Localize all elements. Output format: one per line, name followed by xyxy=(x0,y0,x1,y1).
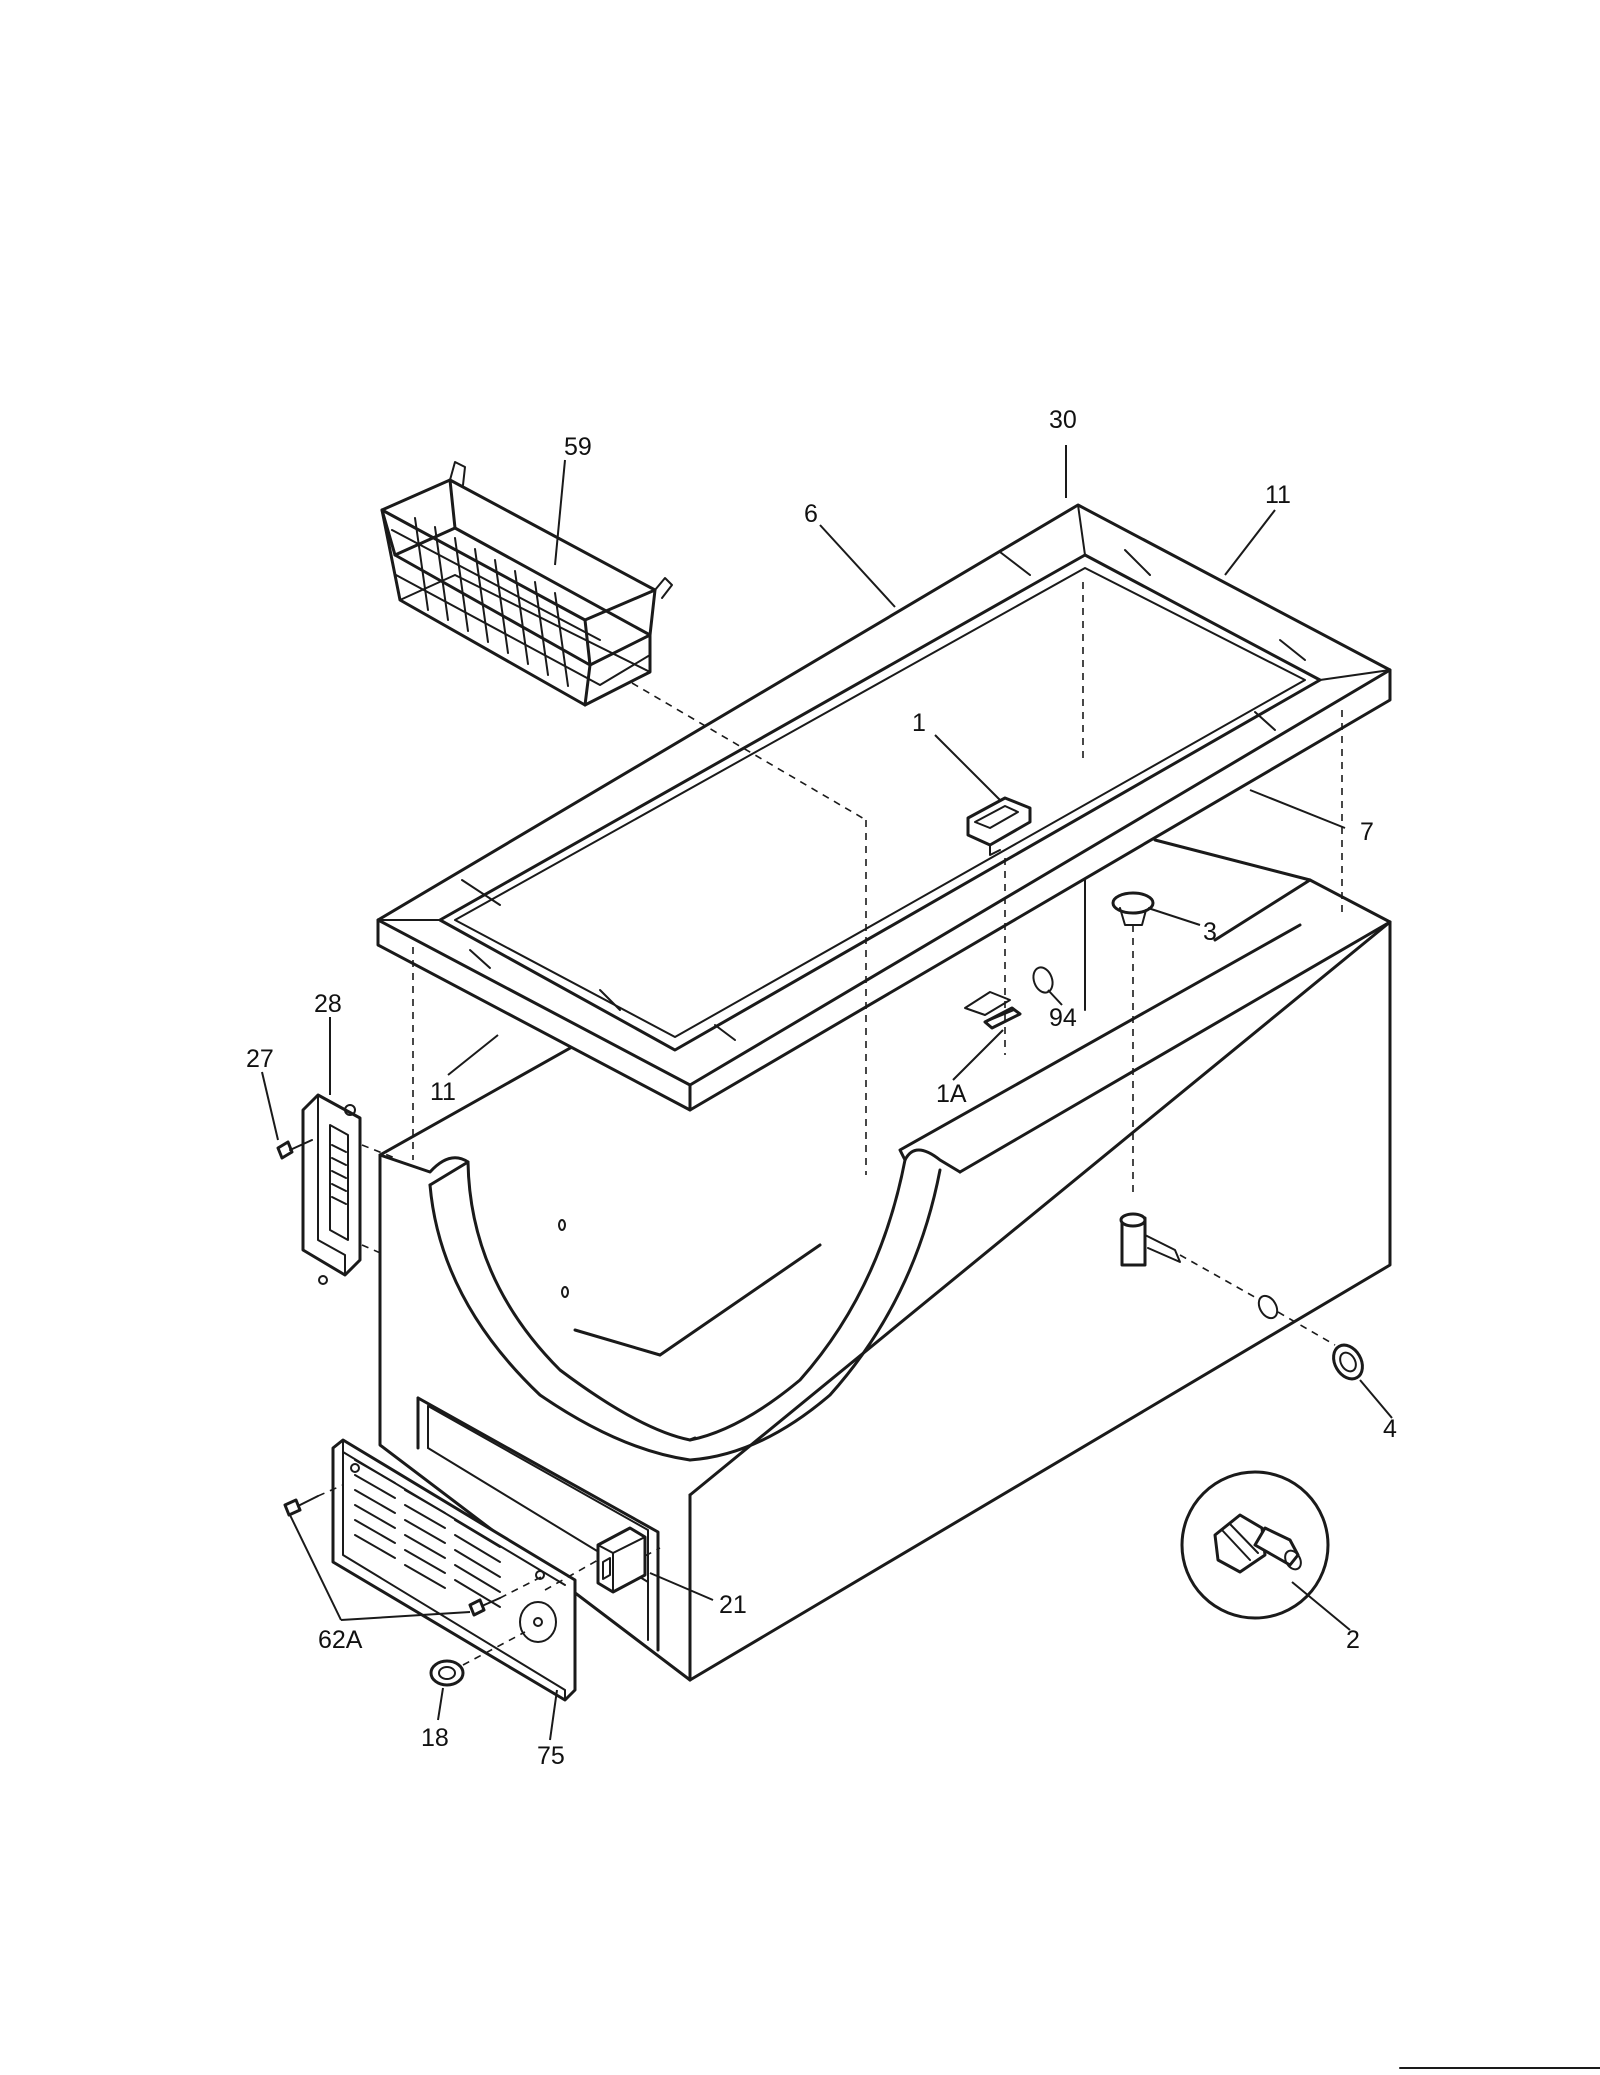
callout-27: 27 xyxy=(246,1045,274,1073)
callout-75: 75 xyxy=(537,1742,565,1770)
callout-2: 2 xyxy=(1346,1626,1360,1654)
drain-parts xyxy=(1111,891,1364,1381)
alignment-lines xyxy=(412,582,1343,1175)
lid-gasket-frame xyxy=(376,503,1392,1112)
small-parts-94-1a xyxy=(983,966,1054,1030)
callout-21: 21 xyxy=(719,1591,747,1619)
hinge-screw xyxy=(276,1139,313,1160)
callout-11-bottom: 11 xyxy=(430,1078,456,1106)
callout-59: 59 xyxy=(564,433,592,461)
callout-7: 7 xyxy=(1360,818,1374,846)
callout-1: 1 xyxy=(912,709,926,737)
drain-fitting-detail xyxy=(1180,1470,1330,1620)
callout-6: 6 xyxy=(804,500,818,528)
callout-labels: 30 59 11 6 1 7 3 28 94 27 11 1A 4 2 21 6… xyxy=(246,406,1397,1770)
callout-62a: 62A xyxy=(318,1626,363,1654)
callout-1a: 1A xyxy=(936,1080,967,1108)
leader-lines xyxy=(261,445,1393,1741)
cabinet-body xyxy=(378,838,1392,1682)
wire-basket xyxy=(380,461,673,707)
front-grille xyxy=(283,1438,577,1702)
callout-18: 18 xyxy=(421,1724,449,1752)
callout-28: 28 xyxy=(314,990,342,1018)
callout-4: 4 xyxy=(1383,1415,1397,1443)
callout-11-top: 11 xyxy=(1265,481,1291,509)
control-switch xyxy=(544,1526,661,1594)
callout-3: 3 xyxy=(1203,918,1217,946)
callout-94: 94 xyxy=(1049,1004,1077,1032)
callout-30: 30 xyxy=(1049,406,1077,434)
hinge-assembly xyxy=(301,1093,396,1285)
